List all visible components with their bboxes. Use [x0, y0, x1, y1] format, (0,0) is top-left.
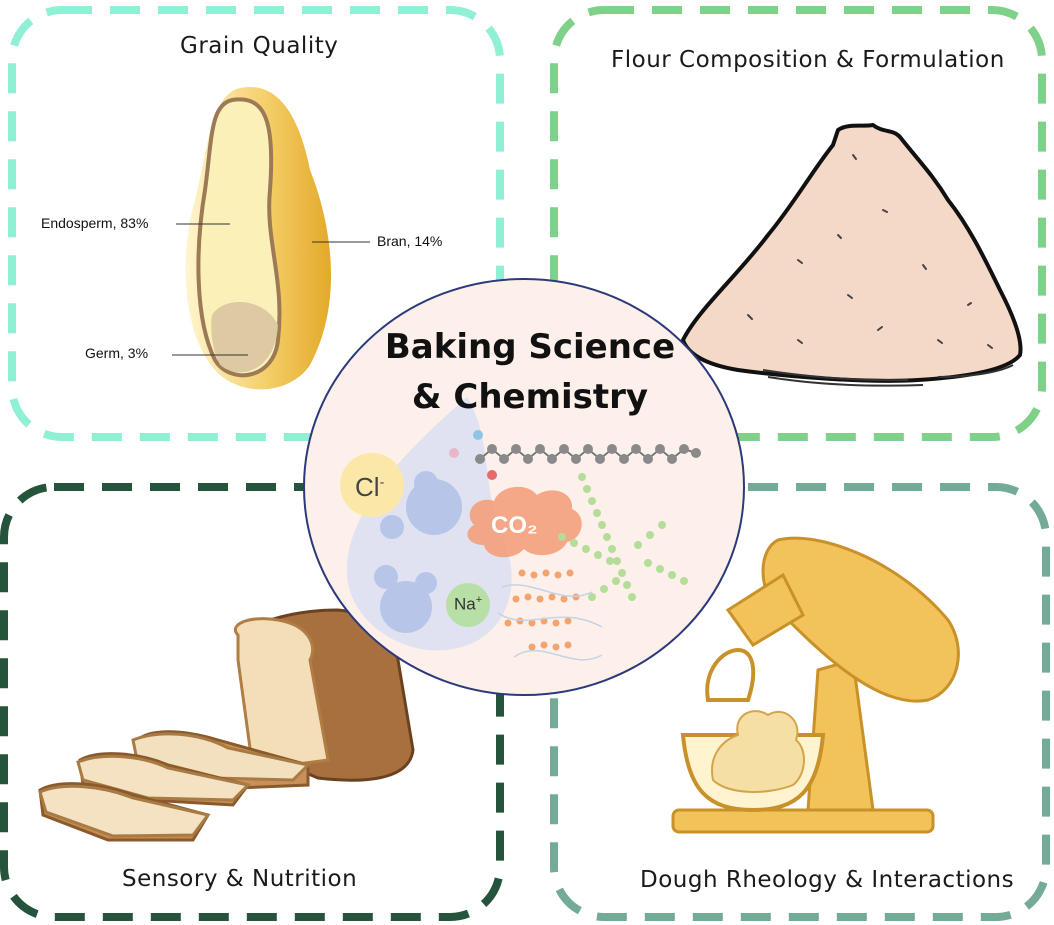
stand-mixer-icon [671, 536, 960, 834]
fatty-acid-chain [449, 430, 701, 480]
wheat-kernel-icon [185, 86, 331, 390]
grain-quality-frame [8, 6, 504, 441]
flour-pile-icon [681, 123, 1023, 387]
co2-label: CO₂ [491, 512, 538, 539]
sensory-title: Sensory & Nutrition [122, 866, 358, 892]
water-molecules [374, 471, 462, 633]
sodium-charge: + [475, 594, 483, 606]
center-title-line2: & Chemistry [411, 377, 649, 417]
endosperm-label: Endosperm, 83% [41, 215, 149, 231]
germ-label: Germ, 3% [85, 345, 149, 361]
center-title: Baking Science & Chemistry [360, 322, 700, 422]
starch-network [558, 473, 688, 601]
chloride-symbol: Cl [355, 472, 380, 502]
sodium-ion [446, 583, 490, 627]
bread-loaf-icon [38, 608, 415, 842]
sodium-label: Na+ [454, 594, 482, 615]
bran-label: Bran, 14% [377, 233, 443, 249]
sensory-frame [0, 483, 504, 921]
co2-cloud [467, 486, 582, 558]
grain-quality-title: Grain Quality [180, 33, 339, 59]
dough-title: Dough Rheology & Interactions [640, 867, 1015, 893]
chloride-label: Cl- [355, 472, 384, 503]
chloride-ion [340, 453, 404, 517]
chloride-charge: - [379, 473, 385, 490]
sodium-symbol: Na [454, 594, 476, 614]
gluten-network [504, 569, 580, 651]
dough-frame [550, 483, 1050, 921]
center-title-line1: Baking Science [384, 327, 676, 367]
center-circle [303, 278, 745, 696]
flour-frame [550, 6, 1046, 441]
flour-title: Flour Composition & Formulation [611, 47, 1005, 73]
